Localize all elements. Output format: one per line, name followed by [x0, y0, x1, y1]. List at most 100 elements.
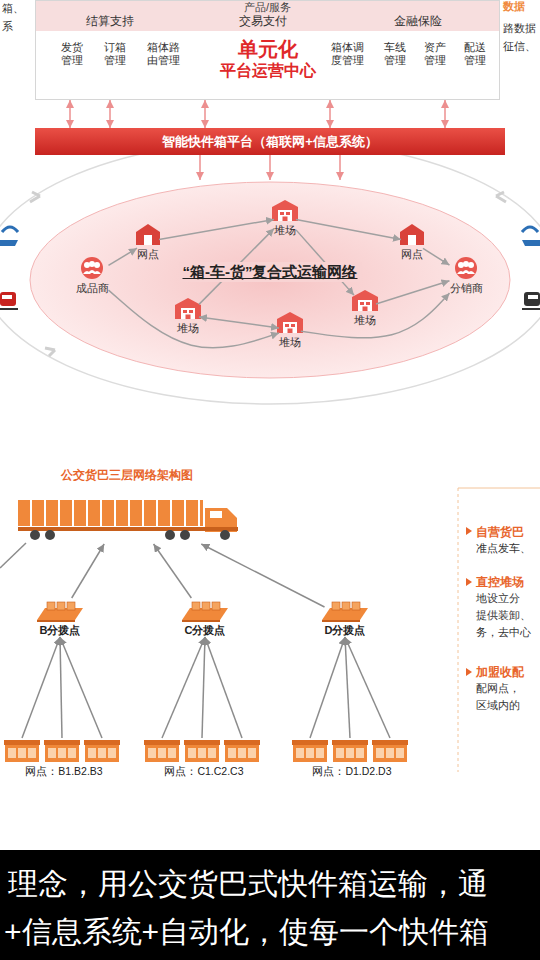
function-box: 配送管理: [464, 41, 486, 67]
node-title: B分拨点: [40, 624, 81, 637]
connector: [310, 637, 345, 738]
hub-node: B分拨点: [40, 598, 81, 637]
node-title: 公交货巴三层网络架构图: [12, 468, 242, 482]
node-body: 配网点， 区域内的: [476, 680, 532, 714]
network-node: 成品商: [76, 256, 109, 295]
node-title: 堆场: [354, 314, 376, 327]
outer-ring: [45, 348, 55, 356]
pallet-icon: [37, 602, 368, 622]
connector: [199, 155, 201, 180]
network-ellipse: “箱-车-货”复合式运输网络堆场网点网点成品商分销商堆场堆场堆场: [35, 180, 505, 380]
outlet-icon: [372, 740, 408, 762]
connector: [345, 637, 350, 738]
outlet-icon: [84, 740, 120, 762]
function-box: 箱体路由管理: [147, 41, 180, 67]
node-title: 成品商: [76, 282, 109, 295]
connector: [376, 281, 450, 304]
transport-icon: [2, 295, 12, 299]
node-icon: [81, 200, 477, 333]
node-title: 自营货巴: [476, 524, 536, 540]
network-node: 堆场: [274, 198, 296, 237]
node-title: 箱体路由管理: [147, 41, 180, 67]
node-title: 加盟收配: [476, 664, 536, 680]
connector: [72, 544, 104, 598]
transport-icon: [524, 292, 540, 306]
network-ground: [30, 182, 510, 378]
label-text: 理念，用公交货巴式快件箱运输，通: [8, 866, 488, 902]
callout-rule: [458, 488, 540, 489]
outlet-icon: [4, 740, 408, 762]
label-holder: 理念，用公交货巴式快件箱运输，通: [8, 866, 488, 902]
connector: [301, 293, 450, 338]
connector: [162, 637, 205, 738]
outlet-icon: [224, 740, 260, 762]
node-body: 地设立分 提供装卸、 务，去中心: [476, 590, 532, 641]
connector: [60, 637, 102, 738]
truck-drawing: [210, 511, 222, 518]
network-node: 网点: [401, 222, 423, 261]
connector: [345, 637, 390, 738]
network-node: 堆场: [177, 296, 199, 335]
platform-panel: 产品/服务单元化平台运营中心结算支持交易支付金融保险发货管理订箱管理箱体路由管理…: [35, 0, 500, 100]
node-title: 交易支付: [239, 14, 287, 29]
transport-icon: [522, 240, 540, 246]
callout-rule: [466, 578, 472, 586]
connector: [339, 155, 341, 180]
node-title: 结算支持: [86, 14, 134, 29]
label-text: 箱、: [2, 2, 24, 15]
truck-drawing: [0, 543, 26, 568]
hub-node: D分拨点: [325, 598, 366, 637]
node-icon: [352, 290, 378, 311]
connector: [109, 248, 138, 265]
outer-ring: [0, 140, 540, 404]
label-text: 征信、: [503, 40, 536, 53]
node-title: 车线管理: [384, 41, 406, 67]
truck-drawing: [0, 500, 238, 568]
node-title: 堆场: [274, 224, 296, 237]
node-title: 产品/服务: [36, 1, 499, 13]
node-title: 智能快件箱平台（箱联网+信息系统）: [35, 128, 505, 155]
outer-ring: [30, 192, 40, 202]
callout: 自营货巴准点发车、: [476, 524, 536, 557]
connector: [296, 220, 401, 240]
label-holder: 数据: [503, 0, 525, 13]
outlet-icon: [292, 740, 328, 762]
truck-drawing: [180, 530, 190, 540]
connector: [69, 100, 71, 128]
network-ground: [30, 182, 510, 378]
service-cell: 结算支持: [86, 14, 134, 29]
node-title: 网点：C1.C2.C3: [142, 765, 266, 778]
network-node: 网点: [137, 222, 159, 261]
connector: [154, 544, 192, 598]
node-title: 网点: [401, 248, 423, 261]
node-title: “箱-车-货”复合式运输网络: [179, 262, 362, 282]
node-title: 直控堆场: [476, 574, 536, 590]
callout-rule: [466, 527, 472, 535]
network-node: 堆场: [279, 310, 301, 349]
node-title: 网点：D1.D2.D3: [290, 765, 414, 778]
callout: 直控堆场地设立分 提供装卸、 务，去中心: [476, 574, 536, 641]
truck-drawing: [45, 530, 55, 540]
platform-bar: 智能快件箱平台（箱联网+信息系统）: [35, 128, 505, 155]
service-cell: 交易支付: [239, 14, 287, 29]
truck-drawing: [30, 530, 40, 540]
node-title: 资产管理: [424, 41, 446, 67]
node-icon: [81, 257, 103, 279]
connector: [109, 290, 280, 348]
node-icon: [400, 224, 424, 245]
label-text: 数据: [503, 0, 525, 13]
node-title: 网点: [137, 248, 159, 261]
label-text: +信息系统+自动化，使每一个快件箱: [4, 914, 489, 950]
callout-rule: [458, 488, 540, 772]
node-title: 金融保险: [394, 14, 442, 29]
connector: [204, 100, 206, 128]
outlet-icon: [44, 740, 80, 762]
callout-rule: [466, 668, 472, 676]
node-icon: [277, 312, 303, 333]
label-text: 路数据: [503, 22, 536, 35]
pallet-icon: [322, 602, 368, 622]
outlet-icon: [332, 740, 368, 762]
connector: [201, 544, 324, 607]
label-text: 系: [2, 20, 13, 33]
